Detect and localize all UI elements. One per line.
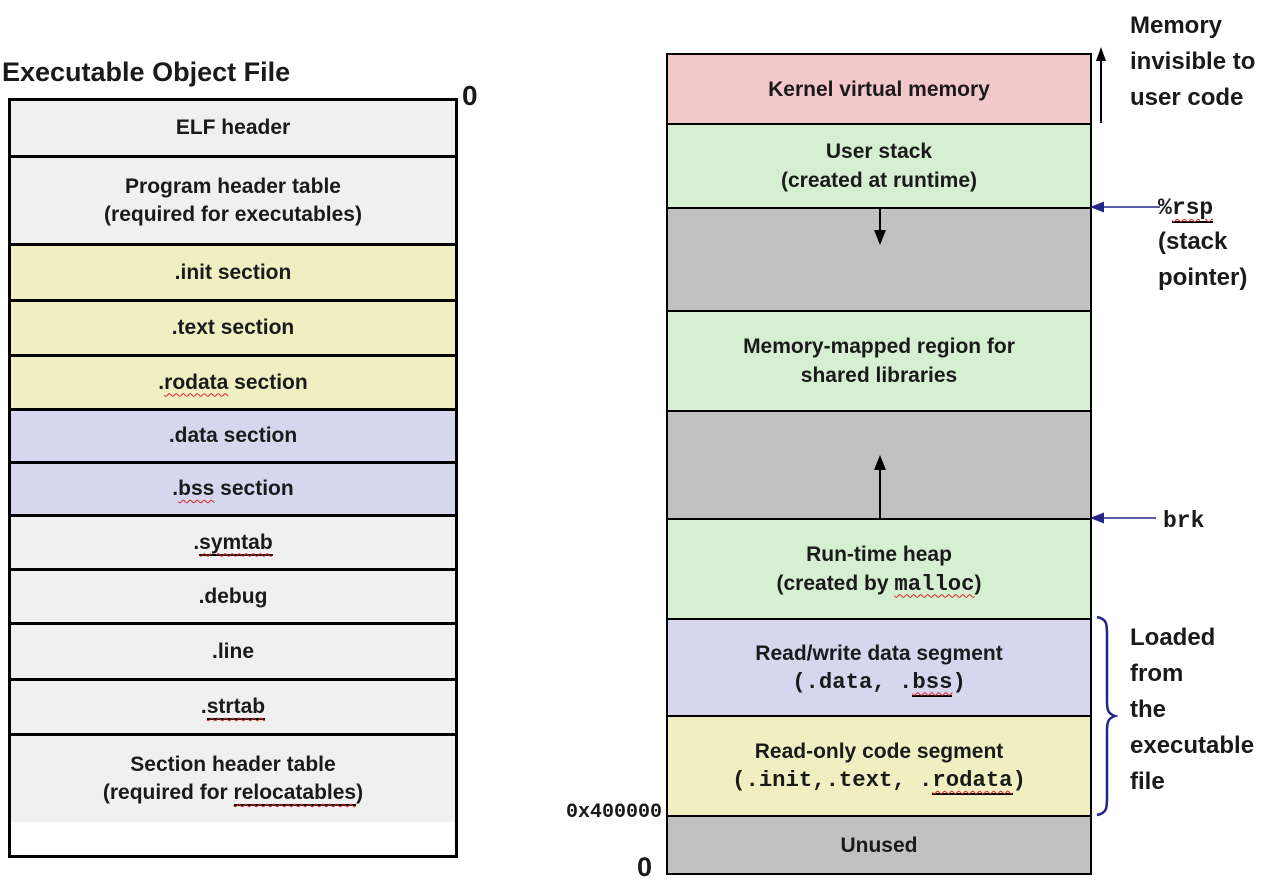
row-line: .line	[11, 622, 455, 678]
invisible-line3: user code	[1130, 84, 1244, 111]
rodata-dot: .	[158, 370, 165, 394]
rw-pre: (.data, .	[792, 668, 913, 695]
row-strtab: .strtab	[11, 678, 455, 733]
block-unused: Unused	[668, 815, 1090, 873]
mmap-line1: Memory-mapped region for	[743, 335, 1015, 358]
bss-dot: .	[172, 477, 179, 500]
program-header-line1: Program header table	[125, 174, 341, 198]
sht-post: )	[356, 781, 364, 804]
row-symtab: .symtab	[11, 514, 455, 568]
loaded-line4: executable	[1130, 732, 1255, 759]
row-program-header-table-label: Program header table (required for execu…	[104, 173, 362, 229]
heap-malloc-word: malloc	[894, 570, 975, 597]
program-header-line2: (required for executables)	[104, 202, 362, 226]
row-data-section-label: .data section	[168, 424, 298, 447]
strtab-word: strtab	[206, 695, 266, 718]
brk-pointer-arrow-icon	[1090, 512, 1156, 524]
heap-line1: Run-time heap	[806, 542, 952, 566]
mmap-line2: shared libraries	[800, 364, 958, 387]
executable-object-file-table: ELF header Program header table (require…	[8, 98, 458, 858]
row-elf-header-label: ELF header	[175, 116, 291, 139]
stack-grows-down-arrow-icon	[874, 209, 886, 245]
stack-pointer-line1: (stack	[1158, 228, 1228, 255]
block-user-stack: User stack (created at runtime)	[668, 123, 1090, 207]
user-stack-line2: (created at runtime)	[780, 169, 978, 192]
row-rodata-section-label: .rodata section	[158, 369, 307, 397]
user-stack-line1: User stack	[825, 140, 933, 163]
bss-word: bss	[178, 477, 215, 500]
row-program-header-table: Program header table (required for execu…	[11, 155, 455, 243]
row-init-section-label: .init section	[174, 260, 292, 284]
invisible-line1: Memory	[1130, 12, 1223, 39]
row-elf-header: ELF header	[11, 101, 455, 155]
symtab-dot: .	[193, 530, 200, 554]
heap-line2: (created by malloc)	[776, 569, 981, 599]
stack-pointer-line2: pointer)	[1158, 264, 1248, 291]
sht-pre: (required for	[102, 781, 234, 804]
rsp-percent: %	[1158, 195, 1172, 221]
loaded-from-note: Loaded from the executable file	[1130, 620, 1254, 800]
kernel-label: Kernel virtual memory	[768, 77, 990, 101]
ro-rodata-word: rodata	[932, 767, 1013, 793]
block-memory-mapped-region: Memory-mapped region for shared librarie…	[668, 310, 1090, 410]
brk-label: brk	[1163, 508, 1205, 534]
row-rodata-section: .rodata section	[11, 354, 455, 408]
rsp-pointer-arrow-icon	[1090, 201, 1160, 213]
rodata-word: rodata	[164, 370, 229, 394]
address-zero-label: 0	[636, 852, 652, 882]
heap-pre: (created by	[776, 571, 895, 595]
block-read-only-code-segment: Read-only code segment (.init,.text, .ro…	[668, 715, 1090, 815]
loaded-line5: file	[1130, 768, 1165, 795]
loaded-line1: Loaded	[1130, 624, 1216, 651]
heap-grows-up-arrow-icon	[874, 455, 886, 518]
row-strtab-label: .strtab	[200, 693, 266, 721]
ro-segment-line2: (.init,.text, .rodata)	[732, 766, 1026, 795]
rw-segment-line2: (.data, .bss)	[792, 668, 966, 697]
left-panel-title: Executable Object File	[2, 57, 291, 87]
rw-segment-line1: Read/write data segment	[755, 641, 1003, 665]
block-read-write-data-segment: Read/write data segment (.data, .bss)	[668, 618, 1090, 715]
loaded-line3: the	[1130, 696, 1166, 723]
row-bss-section: .bss section	[11, 461, 455, 514]
block-runtime-heap: Run-time heap (created by malloc)	[668, 518, 1090, 618]
row-debug: .debug	[11, 568, 455, 622]
bss-suffix: section	[214, 477, 294, 500]
loaded-segments-brace-icon	[1096, 615, 1118, 817]
row-section-header-table: Section header table (required for reloc…	[11, 733, 455, 822]
rw-post: )	[952, 668, 966, 695]
heap-post: )	[974, 571, 982, 595]
invisible-line2: invisible to	[1130, 48, 1256, 75]
row-line-label: .line	[211, 639, 254, 663]
ro-segment-line1: Read-only code segment	[754, 740, 1004, 763]
address-0x400000-label: 0x400000	[565, 801, 662, 824]
virtual-memory-column: Kernel virtual memory User stack (create…	[666, 53, 1092, 875]
section-header-line1: Section header table	[130, 753, 336, 776]
sht-relocatables-word: relocatables	[233, 781, 357, 804]
loaded-line2: from	[1130, 660, 1184, 687]
ro-post: )	[1012, 767, 1026, 793]
row-symtab-label: .symtab	[193, 529, 273, 557]
rsp-register-label: %rsp	[1158, 190, 1214, 226]
memory-invisible-up-arrow-icon	[1096, 47, 1106, 123]
ro-pre: (.init,.text, .	[732, 767, 933, 793]
rsp-word: rsp	[1171, 195, 1214, 221]
memory-invisible-note: Memory invisible to user code	[1130, 8, 1255, 116]
block-kernel-virtual-memory: Kernel virtual memory	[668, 55, 1090, 123]
unused-label: Unused	[840, 833, 918, 857]
rodata-suffix: section	[228, 370, 308, 394]
strtab-dot: .	[200, 695, 207, 718]
row-data-section: .data section	[11, 408, 455, 461]
rw-bss-word: bss	[912, 668, 953, 695]
row-bss-section-label: .bss section	[172, 475, 293, 503]
row-section-header-table-label: Section header table (required for reloc…	[103, 751, 363, 807]
row-text-section-label: .text section	[171, 316, 295, 339]
section-header-line2: (required for relocatables)	[103, 779, 363, 807]
row-text-section: .text section	[11, 299, 455, 354]
file-offset-zero-label: 0	[462, 80, 478, 111]
row-init-section: .init section	[11, 243, 455, 299]
row-debug-label: .debug	[198, 584, 268, 608]
symtab-word: symtab	[199, 530, 273, 554]
stack-pointer-note: (stack pointer)	[1158, 224, 1247, 296]
